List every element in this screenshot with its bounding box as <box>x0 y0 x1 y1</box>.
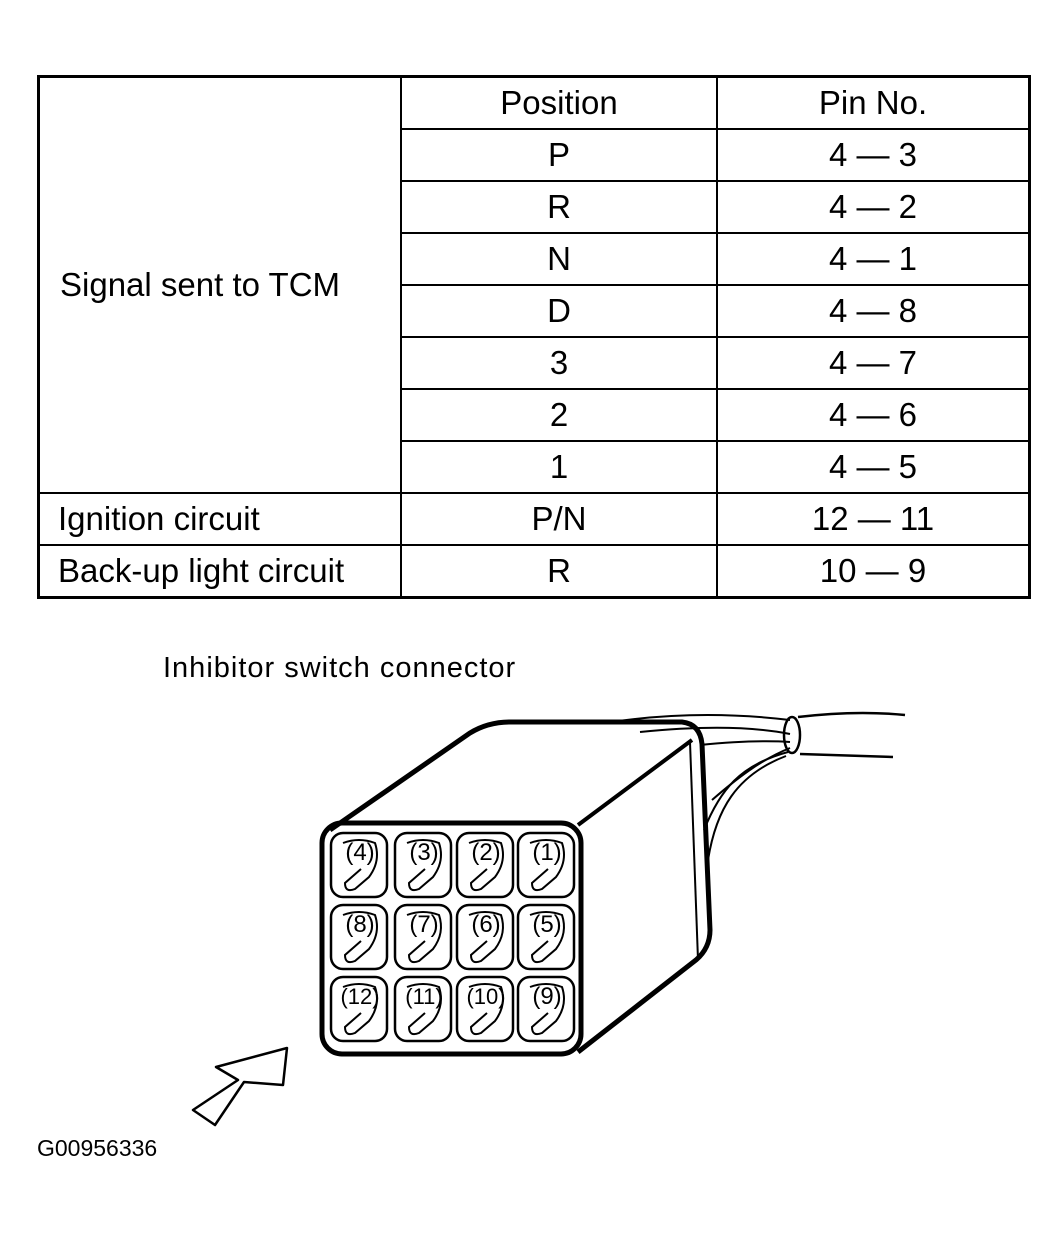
pin-cavity: (9) <box>516 975 576 1043</box>
pin-cell: 4 — 1 <box>716 232 1031 286</box>
pin-cavity: (3) <box>393 831 453 899</box>
cavity-outline <box>455 903 515 971</box>
position-cell: P/N <box>400 492 718 546</box>
pin-cavity: (11) <box>393 975 453 1043</box>
cavity-outline <box>329 975 389 1043</box>
terminal-hook <box>529 983 565 1036</box>
pin-cavity: (8) <box>329 903 389 971</box>
figure-code: G00956336 <box>37 1135 158 1161</box>
pin-cavity: (4) <box>329 831 389 899</box>
cavity-outline <box>393 975 453 1043</box>
connector-caption: Inhibitor switch connector <box>163 652 517 684</box>
cavity-outline <box>393 903 453 971</box>
pin-number-label: (10) <box>466 984 505 1009</box>
table-row: N 4 — 1 <box>39 232 1031 286</box>
position-cell: 1 <box>400 440 718 494</box>
pin-cell: 4 — 3 <box>716 128 1031 182</box>
pin-cell: 4 — 7 <box>716 336 1031 390</box>
connector-cavities: (4) (3) (2) (1) (8) (7) (6) (5) (12) (11) (10) (9) <box>329 831 576 1043</box>
pin-number-label: (8) <box>345 911 374 938</box>
cavity-outline <box>516 831 576 899</box>
pin-cavity: (12) <box>329 975 389 1043</box>
position-cell: P <box>400 128 718 182</box>
position-header: Position <box>400 75 718 130</box>
cavity-outline <box>329 831 389 899</box>
terminal-hook <box>529 839 565 892</box>
pin-cell: 4 — 6 <box>716 388 1031 442</box>
signal-group-label: Signal sent to TCM <box>37 75 402 494</box>
position-cell: N <box>400 232 718 286</box>
position-cell: R <box>400 180 718 234</box>
pin-number-label: (5) <box>532 911 561 938</box>
pin-number-label: (1) <box>532 839 561 866</box>
wire-harness <box>611 711 906 861</box>
backup-row: Back-up light circuit R 10 — 9 <box>37 544 1031 599</box>
pin-cavity: (10) <box>455 975 515 1043</box>
pin-cell: 4 — 8 <box>716 284 1031 338</box>
pin-cell: 4 — 2 <box>716 180 1031 234</box>
terminal-hook <box>406 983 442 1036</box>
cavity-outline <box>516 975 576 1043</box>
pin-number-label: (4) <box>345 839 374 866</box>
pin-number-label: (12) <box>340 984 379 1009</box>
view-direction-arrow-icon <box>191 1046 289 1127</box>
backup-label: Back-up light circuit <box>37 544 402 599</box>
terminal-hook <box>468 839 504 892</box>
pin-number-label: (9) <box>532 983 561 1010</box>
terminal-hook <box>468 911 504 964</box>
terminal-hook <box>406 839 442 892</box>
pin-number-label: (6) <box>471 911 500 938</box>
pin-cell: 10 — 9 <box>716 544 1031 599</box>
pin-assignment-table: Signal sent to TCM Position Pin No. P 4 … <box>37 75 1031 599</box>
pin-number-label: (7) <box>409 911 438 938</box>
terminal-hook <box>342 983 378 1036</box>
terminal-hook <box>529 911 565 964</box>
position-cell: D <box>400 284 718 338</box>
header-row: Signal sent to TCM Position Pin No. <box>37 75 1031 494</box>
pin-cavity: (5) <box>516 903 576 971</box>
position-cell: 3 <box>400 336 718 390</box>
pin-cavity: (7) <box>393 903 453 971</box>
terminal-hook <box>342 839 378 892</box>
cavity-outline <box>455 975 515 1043</box>
connector-body <box>319 719 713 1057</box>
terminal-hook <box>468 983 504 1036</box>
pin-cell: 12 — 11 <box>716 492 1031 546</box>
table-row: 2 4 — 6 <box>39 388 1031 442</box>
table-row: 3 4 — 7 <box>39 336 1031 390</box>
table-row: 1 4 — 5 <box>39 440 1031 494</box>
terminal-hook <box>342 911 378 964</box>
pin-cell: 4 — 5 <box>716 440 1031 494</box>
ignition-label: Ignition circuit <box>37 492 402 546</box>
cavity-outline <box>329 903 389 971</box>
cavity-outline <box>455 831 515 899</box>
pin-number-label: (11) <box>405 984 443 1009</box>
terminal-hook <box>406 911 442 964</box>
table-row: D 4 — 8 <box>39 284 1031 338</box>
pin-no-header: Pin No. <box>716 75 1031 130</box>
position-cell: R <box>400 544 718 599</box>
cavity-outline <box>516 903 576 971</box>
pin-cavity: (6) <box>455 903 515 971</box>
pin-number-label: (3) <box>409 839 438 866</box>
pin-cavity: (2) <box>455 831 515 899</box>
cavity-outline <box>393 831 453 899</box>
table-row: P 4 — 3 <box>39 128 1031 182</box>
pin-cavity: (1) <box>516 831 576 899</box>
pin-number-label: (2) <box>471 839 500 866</box>
position-cell: 2 <box>400 388 718 442</box>
ignition-row: Ignition circuit P/N 12 — 11 <box>37 492 1031 546</box>
table-row: R 4 — 2 <box>39 180 1031 234</box>
